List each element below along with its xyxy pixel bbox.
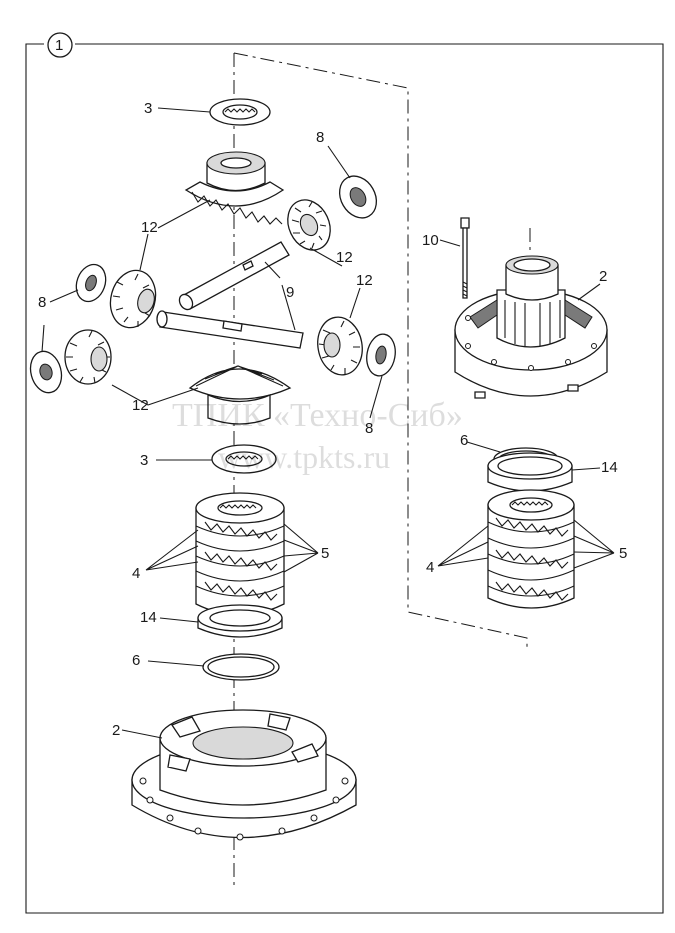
pinion-left (109, 269, 157, 329)
label-8-top: 8 (316, 129, 324, 146)
label-2-left: 2 (112, 722, 120, 739)
watermark-url: www.tpkts.ru (218, 439, 390, 475)
label-3-mid: 3 (140, 452, 148, 469)
watermark-company: ТПИК «Техно-Сиб» (172, 397, 463, 434)
label-5-right: 5 (619, 545, 627, 562)
washer-8-right (366, 333, 396, 377)
pinion-lower-left (64, 329, 112, 385)
label-2-right: 2 (599, 268, 607, 285)
ring-14-right (487, 452, 573, 492)
bolt-10 (460, 217, 470, 299)
label-8-left: 8 (38, 294, 46, 311)
case-half-left (131, 709, 357, 841)
label-3-top: 3 (144, 100, 152, 117)
label-12-right: 12 (356, 272, 373, 289)
washer-8-left (75, 263, 107, 303)
label-12-upper-right: 12 (336, 249, 353, 266)
label-12-left: 12 (141, 219, 158, 236)
view-number: 1 (55, 37, 63, 54)
label-6-left: 6 (132, 652, 140, 669)
label-6-right: 6 (460, 432, 468, 449)
clutch-pack-right (487, 489, 575, 609)
case-half-right (454, 255, 608, 399)
bolt-holes-right (465, 315, 597, 371)
ring-14-left (197, 604, 283, 638)
label-4-left: 4 (132, 565, 140, 582)
pinion-upper-right (287, 199, 331, 251)
washer-8-top (338, 175, 378, 219)
label-10: 10 (422, 232, 439, 249)
thrust-washer-top (209, 98, 271, 126)
label-14-left: 14 (140, 609, 157, 626)
pinion-right (317, 316, 363, 376)
watermark: ТПИК «Техно-Сиб» www.tpkts.ru (172, 397, 463, 475)
label-12-lower: 12 (132, 397, 149, 414)
cross-shaft (156, 241, 304, 349)
view-number-circle (47, 32, 73, 58)
label-9: 9 (286, 284, 294, 301)
side-gear-top (184, 151, 285, 225)
diagram-frame: 1 (25, 32, 664, 914)
side-gear-bottom (188, 365, 292, 425)
label-14-right: 14 (601, 459, 618, 476)
clutch-pack-left (195, 492, 285, 616)
washer-8-lower-left (29, 350, 63, 394)
bolt-holes-left (139, 777, 349, 841)
leader-lines (41, 107, 615, 739)
thrust-washer-mid (211, 444, 277, 474)
label-5-left: 5 (321, 545, 329, 562)
part-labels: 3 8 12 12 12 9 8 12 8 10 2 3 6 14 4 5 4 … (38, 100, 627, 739)
label-4-right: 4 (426, 559, 434, 576)
oring-6-left (202, 653, 280, 681)
label-8-right: 8 (365, 420, 373, 437)
